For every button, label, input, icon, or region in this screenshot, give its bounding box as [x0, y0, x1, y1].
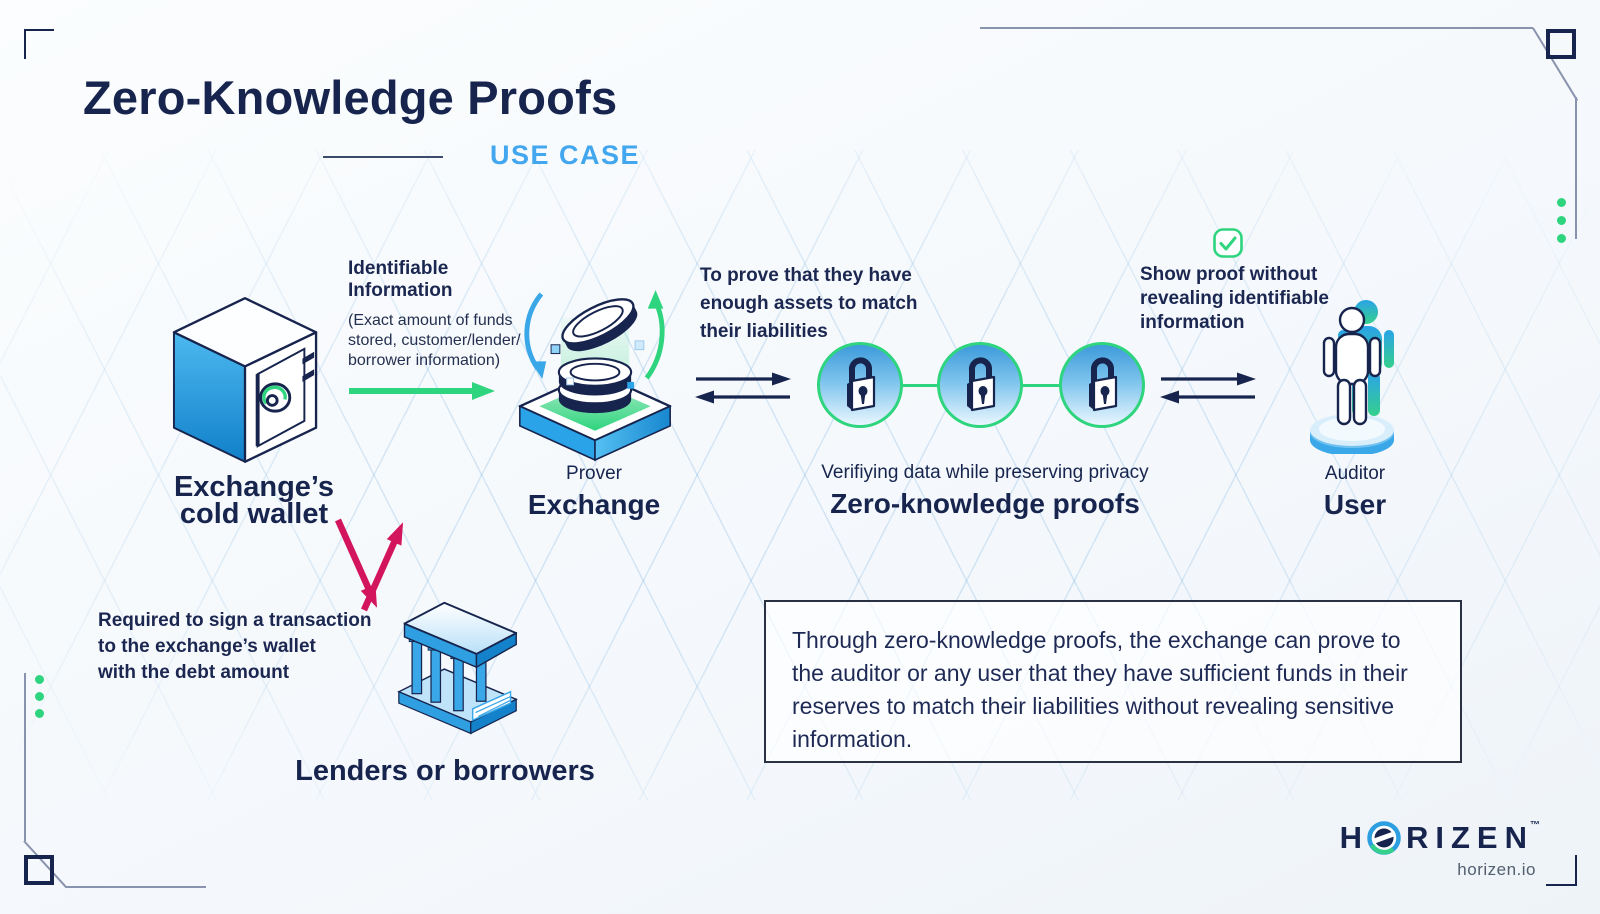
person-icon [1310, 300, 1394, 454]
note-line: their liabilities [700, 321, 828, 342]
green-dot [1557, 234, 1566, 243]
prover-label: Prover Exchange [494, 463, 694, 521]
safe-icon [172, 297, 318, 463]
note-line: Information [348, 280, 453, 301]
zk-name: Zero-knowledge proofs [830, 488, 1140, 519]
note-line: revealing identifiable [1140, 288, 1329, 309]
green-dot [35, 709, 44, 718]
note-line: Identifiable [348, 258, 449, 279]
sign-transaction-note: Required to sign a transaction to the ex… [98, 608, 371, 686]
padlock-icon [1089, 357, 1118, 412]
show-proof-note: Show proof without revealing identifiabl… [1140, 263, 1329, 335]
padlock-icon [847, 357, 876, 412]
prover-role: Prover [566, 463, 622, 484]
note-line: with the debt amount [98, 662, 290, 683]
logo-site-url: horizen.io [1457, 860, 1536, 879]
note-line: information [1140, 312, 1245, 333]
check-icon [1213, 228, 1243, 258]
green-arrow-right-icon [349, 382, 495, 400]
green-dot [35, 692, 44, 701]
prove-note: To prove that they have enough assets to… [700, 262, 918, 346]
lenders-label: Lenders or borrowers [295, 755, 595, 787]
page-title: Zero-Knowledge Proofs [83, 71, 618, 124]
red-double-arrow-icon [335, 518, 404, 612]
identifiable-info-note: Identifiable Information (Exact amount o… [348, 258, 521, 371]
zk-caption: Verifiying data while preserving privacy [821, 462, 1149, 483]
double-arrow-icon [1160, 372, 1256, 404]
cold-wallet-label-line: Exchange’s [173, 471, 335, 503]
cold-wallet-label: Exchange’s cold wallet [129, 471, 379, 530]
right-edge-line [1575, 97, 1577, 239]
bank-icon [397, 601, 518, 735]
note-line: enough assets to match [700, 293, 918, 314]
prover-name: Exchange [527, 489, 661, 520]
double-arrow-icon [695, 372, 791, 404]
corner-bracket-top-left [24, 29, 54, 59]
cold-wallet-label-line: cold wallet [179, 498, 329, 530]
logo-letter-h: H [1339, 820, 1369, 855]
zk-label: Verifiying data while preserving privacy… [785, 462, 1185, 520]
note-line: To prove that they have [700, 265, 912, 286]
note-line: stored, customer/lender/ [348, 332, 521, 349]
decor-square-top-right [1546, 29, 1576, 59]
note-line: Required to sign a transaction [98, 610, 372, 631]
green-dot [1557, 216, 1566, 225]
summary-text: Through zero-knowledge proofs, the excha… [792, 627, 1408, 752]
padlock-icon [967, 357, 996, 412]
lock-circle [817, 342, 903, 428]
note-line: to the exchange’s wallet [98, 636, 316, 657]
left-edge-line [24, 673, 26, 841]
corner-bracket-bottom-right [1575, 855, 1577, 886]
coins-platform-icon [518, 290, 672, 462]
horizen-logo: H RIZEN ™ [1318, 820, 1540, 856]
lock-circle [1059, 342, 1145, 428]
auditor-label: Auditor User [1255, 463, 1455, 521]
logo-letters-rizen: RIZEN [1406, 820, 1534, 855]
note-line: borrower information) [348, 352, 501, 369]
summary-box: Through zero-knowledge proofs, the excha… [764, 600, 1462, 763]
note-line: (Exact amount of funds [348, 312, 513, 329]
identifiable-info-detail: (Exact amount of funds stored, customer/… [348, 311, 521, 371]
note-line: Show proof without [1140, 264, 1318, 285]
decor-square-bottom-left [24, 855, 54, 885]
lock-circle [937, 342, 1023, 428]
top-edge-line [980, 27, 1533, 29]
page-subtitle: USE CASE [490, 140, 641, 170]
horizen-o-icon [1367, 821, 1401, 855]
logo-trademark: ™ [1530, 820, 1540, 831]
corner-bracket-bottom-right [1546, 884, 1577, 886]
green-dot [1557, 198, 1566, 207]
auditor-name: User [1323, 489, 1387, 520]
subtitle-divider [323, 156, 443, 158]
auditor-role: Auditor [1324, 463, 1386, 484]
green-dot [35, 675, 44, 684]
bottom-edge-line [66, 886, 206, 888]
